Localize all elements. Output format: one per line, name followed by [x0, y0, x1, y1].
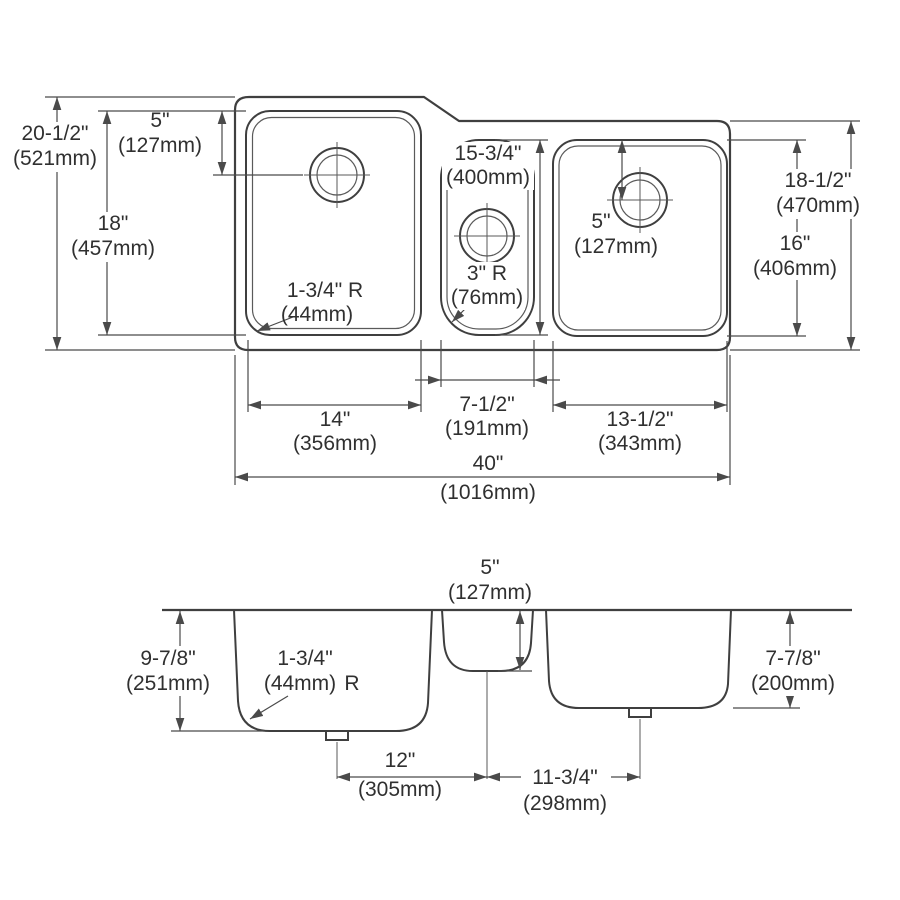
front-view: 5" (127mm) 9-7/8" (251mm) 1-3/4" (44mm) …	[125, 556, 852, 815]
dim-middle-bowl-width-mm: (191mm)	[445, 417, 529, 440]
dim-overall-depth-left-mm: (521mm)	[13, 147, 97, 170]
dim-overall-width-in: 40"	[473, 452, 504, 475]
dim-overall-depth-right-in: 18-1/2"	[785, 169, 852, 192]
dim-right-bowl-width-mm: (343mm)	[598, 432, 682, 455]
dim-overall-depth-left-in: 20-1/2"	[22, 122, 89, 145]
dim-right-bowl-depth-mm: (200mm)	[751, 672, 835, 695]
dim-right-drain-offset-in: 5"	[591, 210, 610, 233]
dim-right-bowl-depth-in: 7-7/8"	[765, 647, 820, 670]
top-view-extension-lines	[45, 96, 860, 485]
dim-left-bowl-radius-in: 1-3/4" R	[287, 279, 363, 302]
dim-middle-bowl-length-mm: (400mm)	[446, 166, 530, 189]
left-drain-fitting	[325, 731, 349, 741]
dim-faucet-offset-left-mm: (127mm)	[118, 134, 202, 157]
dim-left-bowl-width-mm: (356mm)	[293, 432, 377, 455]
dim-overall-depth-right-mm: (470mm)	[776, 194, 860, 217]
dim-right-bowl-length-in: 16"	[780, 232, 811, 255]
middle-bowl-outline	[440, 139, 535, 336]
dim-left-drain-spacing-in: 12"	[385, 749, 416, 772]
right-bowl-inner-line	[558, 145, 722, 331]
dim-overall-width-mm: (1016mm)	[440, 481, 536, 504]
dim-front-radius-in: 1-3/4"	[277, 647, 332, 670]
front-view-centerlines	[336, 671, 641, 779]
right-bowl-section	[545, 609, 732, 709]
dim-left-bowl-depth-in: 9-7/8"	[140, 647, 195, 670]
right-bowl-outline	[552, 139, 728, 337]
right-bowl-drain	[607, 167, 673, 233]
middle-bowl-drain	[454, 203, 520, 269]
dim-left-bowl-radius-mm: (44mm)	[281, 303, 353, 326]
top-view-dimension-lines	[52, 97, 856, 482]
middle-bowl-section	[441, 609, 534, 672]
dim-middle-bowl-depth-mm: (127mm)	[448, 581, 532, 604]
label-mask	[753, 232, 838, 280]
label-mask	[779, 169, 859, 219]
left-bowl-inner-line	[251, 116, 416, 330]
dim-middle-bowl-width-in: 7-1/2"	[459, 393, 514, 416]
label-mask	[12, 122, 102, 172]
dim-right-drain-spacing-mm: (298mm)	[523, 792, 607, 815]
label-mask	[70, 212, 158, 262]
dim-left-bowl-length-in: 18"	[98, 212, 129, 235]
label-mask	[442, 142, 534, 190]
left-bowl-section	[233, 609, 433, 732]
dim-left-bowl-length-mm: (457mm)	[71, 237, 155, 260]
top-view: 20-1/2" (521mm) 5" (127mm) 18" (457mm) 1…	[12, 95, 860, 504]
dim-left-bowl-width-in: 14"	[320, 408, 351, 431]
dim-left-bowl-depth-mm: (251mm)	[126, 672, 210, 695]
right-drain-fitting	[628, 708, 652, 718]
dim-right-bowl-length-mm: (406mm)	[753, 257, 837, 280]
dim-faucet-offset-left-in: 5"	[150, 109, 169, 132]
sink-rim-outline	[233, 95, 732, 352]
dim-middle-bowl-radius-in: 3" R	[467, 262, 507, 285]
label-mask	[521, 766, 611, 788]
label-mask	[450, 262, 525, 310]
left-bowl-outline	[245, 110, 422, 336]
dim-front-radius-suffix: R	[344, 672, 359, 695]
dim-left-drain-spacing-mm: (305mm)	[358, 778, 442, 801]
dim-middle-bowl-depth-in: 5"	[480, 556, 499, 579]
left-bowl-drain	[304, 142, 370, 208]
label-mask	[751, 646, 836, 696]
dim-right-bowl-width-in: 13-1/2"	[607, 408, 674, 431]
dim-middle-bowl-radius-mm: (76mm)	[451, 286, 523, 309]
dim-right-drain-spacing-in: 11-3/4"	[532, 766, 597, 789]
dim-right-drain-offset-mm: (127mm)	[574, 235, 658, 258]
label-mask	[125, 646, 213, 696]
dim-front-radius-mm: (44mm)	[264, 672, 336, 695]
front-view-extension-lines	[171, 670, 800, 732]
dim-middle-bowl-length-in: 15-3/4"	[455, 142, 522, 165]
